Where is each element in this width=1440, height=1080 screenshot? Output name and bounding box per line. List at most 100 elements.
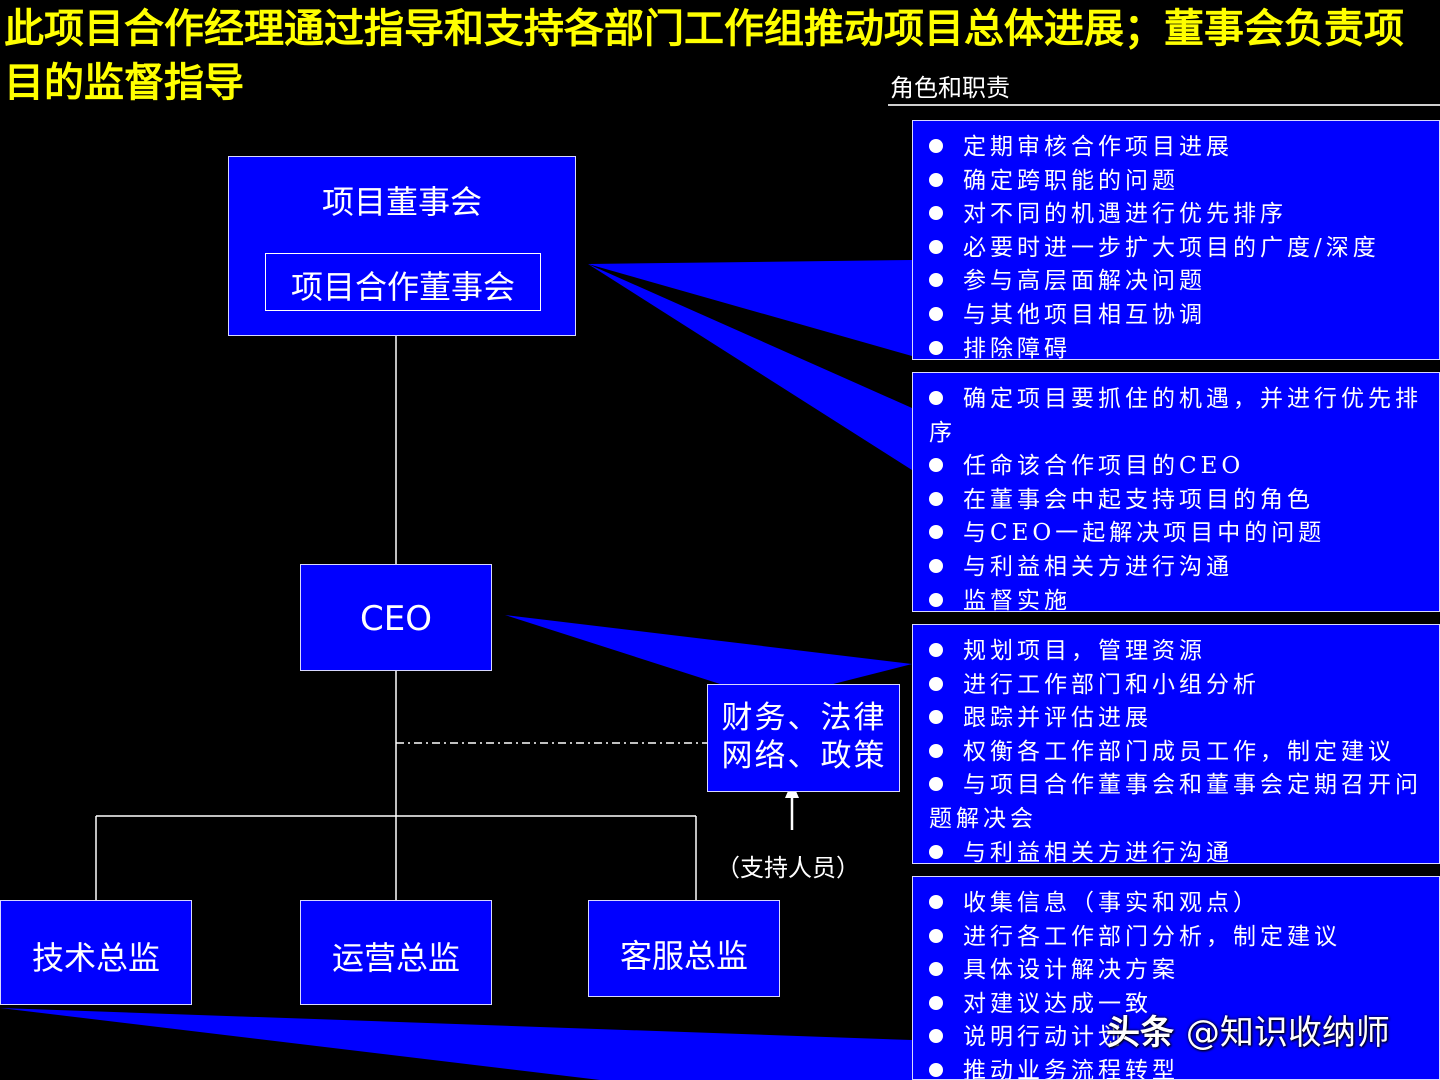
responsibility-text: 任命该合作项目的CEO: [963, 453, 1245, 480]
callout-wedge-coop: [588, 264, 912, 470]
bullet-icon: [929, 172, 943, 187]
responsibility-item: 权衡各工作部门成员工作，制定建议: [929, 736, 1429, 770]
responsibility-text: 规划项目，管理资源: [963, 638, 1206, 664]
responsibility-text: 对不同的机遇进行优先排序: [963, 201, 1287, 228]
bullet-icon: [929, 206, 943, 221]
responsibility-item: 规划项目，管理资源: [929, 635, 1429, 669]
bullet-icon: [929, 139, 943, 153]
responsibility-text: 具体设计解决方案: [963, 957, 1179, 984]
responsibility-text: 参与高层面解决问题: [963, 268, 1206, 295]
panel-list: 定期审核合作项目进展确定跨职能的问题对不同的机遇进行优先排序必要时进一步扩大项目…: [929, 131, 1429, 360]
callout-wedge-directors: [0, 1008, 912, 1080]
responsibility-text: 推动业务流程转型: [963, 1057, 1179, 1080]
bullet-icon: [929, 1062, 943, 1077]
bullet-icon: [929, 777, 943, 792]
coop-board-box: 项目合作董事会: [265, 253, 541, 311]
panel-list: 确定项目要抓住的机遇，并进行优先排序任命该合作项目的CEO 在董事会中起支持项目的…: [929, 383, 1429, 612]
responsibility-text: 说明行动计划: [963, 1024, 1125, 1051]
bullet-icon: [929, 962, 943, 977]
board-label: 项目董事会: [321, 183, 482, 221]
responsibility-item: 进行工作部门和小组分析: [929, 669, 1429, 703]
bullet-icon: [929, 643, 943, 657]
ceo-label: CEO: [360, 599, 432, 639]
coop-board-label: 项目合作董事会: [290, 268, 515, 306]
responsibility-text: 与项目合作董事会和董事会定期召开问题解决会: [929, 772, 1422, 832]
responsibility-item: 确定跨职能的问题: [929, 165, 1429, 199]
responsibility-item: 推动业务流程转型: [929, 1055, 1429, 1080]
responsibility-text: 收集信息（事实和观点）: [963, 890, 1260, 916]
responsibility-item: 对建议达成一致: [929, 988, 1429, 1022]
responsibility-text: 在董事会中起支持项目的角色: [963, 486, 1314, 513]
responsibility-text: 排除障碍: [963, 335, 1071, 360]
responsibility-item: 任命该合作项目的CEO: [929, 450, 1429, 484]
responsibility-panel-ceo: 规划项目，管理资源进行工作部门和小组分析跟踪并评估进展权衡各工作部门成员工作，制…: [912, 624, 1440, 864]
bullet-icon: [929, 458, 943, 473]
responsibility-text: 与其他项目相互协调: [963, 301, 1206, 328]
director-label-ops: 运营总监: [331, 939, 460, 977]
responsibility-text: 监督实施: [963, 587, 1071, 612]
responsibility-item: 进行各工作部门分析，制定建议: [929, 921, 1429, 955]
responsibility-item: 与CEO一起解决项目中的问题: [929, 517, 1429, 551]
bullet-icon: [929, 558, 943, 573]
board-box: 项目董事会 项目合作董事会: [228, 156, 576, 336]
panel-list: 收集信息（事实和观点） 进行各工作部门分析，制定建议具体设计解决方案对建议达成一致…: [929, 887, 1429, 1080]
watermark-handle: @知识收纳师: [1185, 1013, 1390, 1053]
responsibility-item: 对不同的机遇进行优先排序: [929, 198, 1429, 232]
responsibility-item: 必要时进一步扩大项目的广度/深度: [929, 232, 1429, 266]
bullet-icon: [929, 710, 943, 725]
responsibility-text: 进行各工作部门分析，制定建议: [963, 923, 1341, 950]
responsibility-text: 与利益相关方进行沟通: [963, 553, 1233, 580]
roles-label: 角色和职责: [890, 74, 1010, 102]
responsibility-item: 确定项目要抓住的机遇，并进行优先排序: [929, 383, 1429, 450]
bullet-icon: [929, 895, 943, 909]
responsibility-text: 定期审核合作项目进展: [963, 134, 1233, 160]
responsibility-item: 与利益相关方进行沟通: [929, 551, 1429, 585]
responsibility-text: 进行工作部门和小组分析: [963, 671, 1260, 698]
bullet-icon: [929, 239, 943, 254]
callout-wedge-ceo: [505, 615, 912, 700]
bullet-icon: [929, 340, 943, 355]
support-label: 财务、法律网络、政策: [721, 700, 887, 774]
responsibility-text: 确定跨职能的问题: [963, 167, 1179, 194]
responsibility-item: 监督实施: [929, 585, 1429, 612]
callout-wedge-board: [588, 260, 912, 356]
bullet-icon: [929, 676, 943, 691]
responsibility-panel-board: 定期审核合作项目进展确定跨职能的问题对不同的机遇进行优先排序必要时进一步扩大项目…: [912, 120, 1440, 360]
responsibility-text: 确定项目要抓住的机遇，并进行优先排序: [929, 386, 1422, 446]
watermark-brand: 头条: [1106, 1013, 1174, 1053]
support-note: （支持人员）: [716, 854, 860, 882]
responsibility-item: 定期审核合作项目进展: [929, 131, 1429, 165]
bullet-icon: [929, 743, 943, 758]
bullet-icon: [929, 525, 943, 540]
bullet-icon: [929, 592, 943, 607]
bullet-icon: [929, 928, 943, 943]
responsibility-panel-directors: 收集信息（事实和观点） 进行各工作部门分析，制定建议具体设计解决方案对建议达成一致…: [912, 876, 1440, 1080]
responsibility-text: 跟踪并评估进展: [963, 705, 1152, 732]
responsibility-item: 与利益相关方进行沟通: [929, 837, 1429, 864]
responsibility-item: 与项目合作董事会和董事会定期召开问题解决会: [929, 769, 1429, 836]
responsibility-text: 对建议达成一致: [963, 990, 1152, 1017]
responsibility-item: 在董事会中起支持项目的角色: [929, 484, 1429, 518]
responsibility-item: 参与高层面解决问题: [929, 265, 1429, 299]
responsibility-item: 与其他项目相互协调: [929, 299, 1429, 333]
director-box-tech: 技术总监: [0, 900, 192, 1005]
support-box: 财务、法律网络、政策: [707, 684, 900, 792]
bullet-icon: [929, 1029, 943, 1044]
responsibility-item: 说明行动计划: [929, 1021, 1429, 1055]
page-title: 此项目合作经理通过指导和支持各部门工作组推动项目总体进展；董事会负责项目的监督指…: [4, 6, 1404, 106]
bullet-icon: [929, 391, 943, 405]
responsibility-text: 与利益相关方进行沟通: [963, 839, 1233, 864]
watermark: 头条 @知识收纳师: [1106, 1005, 1390, 1054]
responsibility-item: 具体设计解决方案: [929, 954, 1429, 988]
responsibility-item: 收集信息（事实和观点）: [929, 887, 1429, 921]
bullet-icon: [929, 844, 943, 859]
director-label-tech: 技术总监: [31, 939, 160, 977]
director-box-ops: 运营总监: [300, 900, 492, 1005]
ceo-box: CEO: [300, 564, 492, 671]
responsibility-text: 权衡各工作部门成员工作，制定建议: [963, 738, 1395, 765]
responsibility-text: 必要时进一步扩大项目的广度/深度: [963, 234, 1380, 261]
roles-divider: [888, 104, 1440, 106]
bullet-icon: [929, 273, 943, 288]
responsibility-panel-coop: 确定项目要抓住的机遇，并进行优先排序任命该合作项目的CEO 在董事会中起支持项目的…: [912, 372, 1440, 612]
